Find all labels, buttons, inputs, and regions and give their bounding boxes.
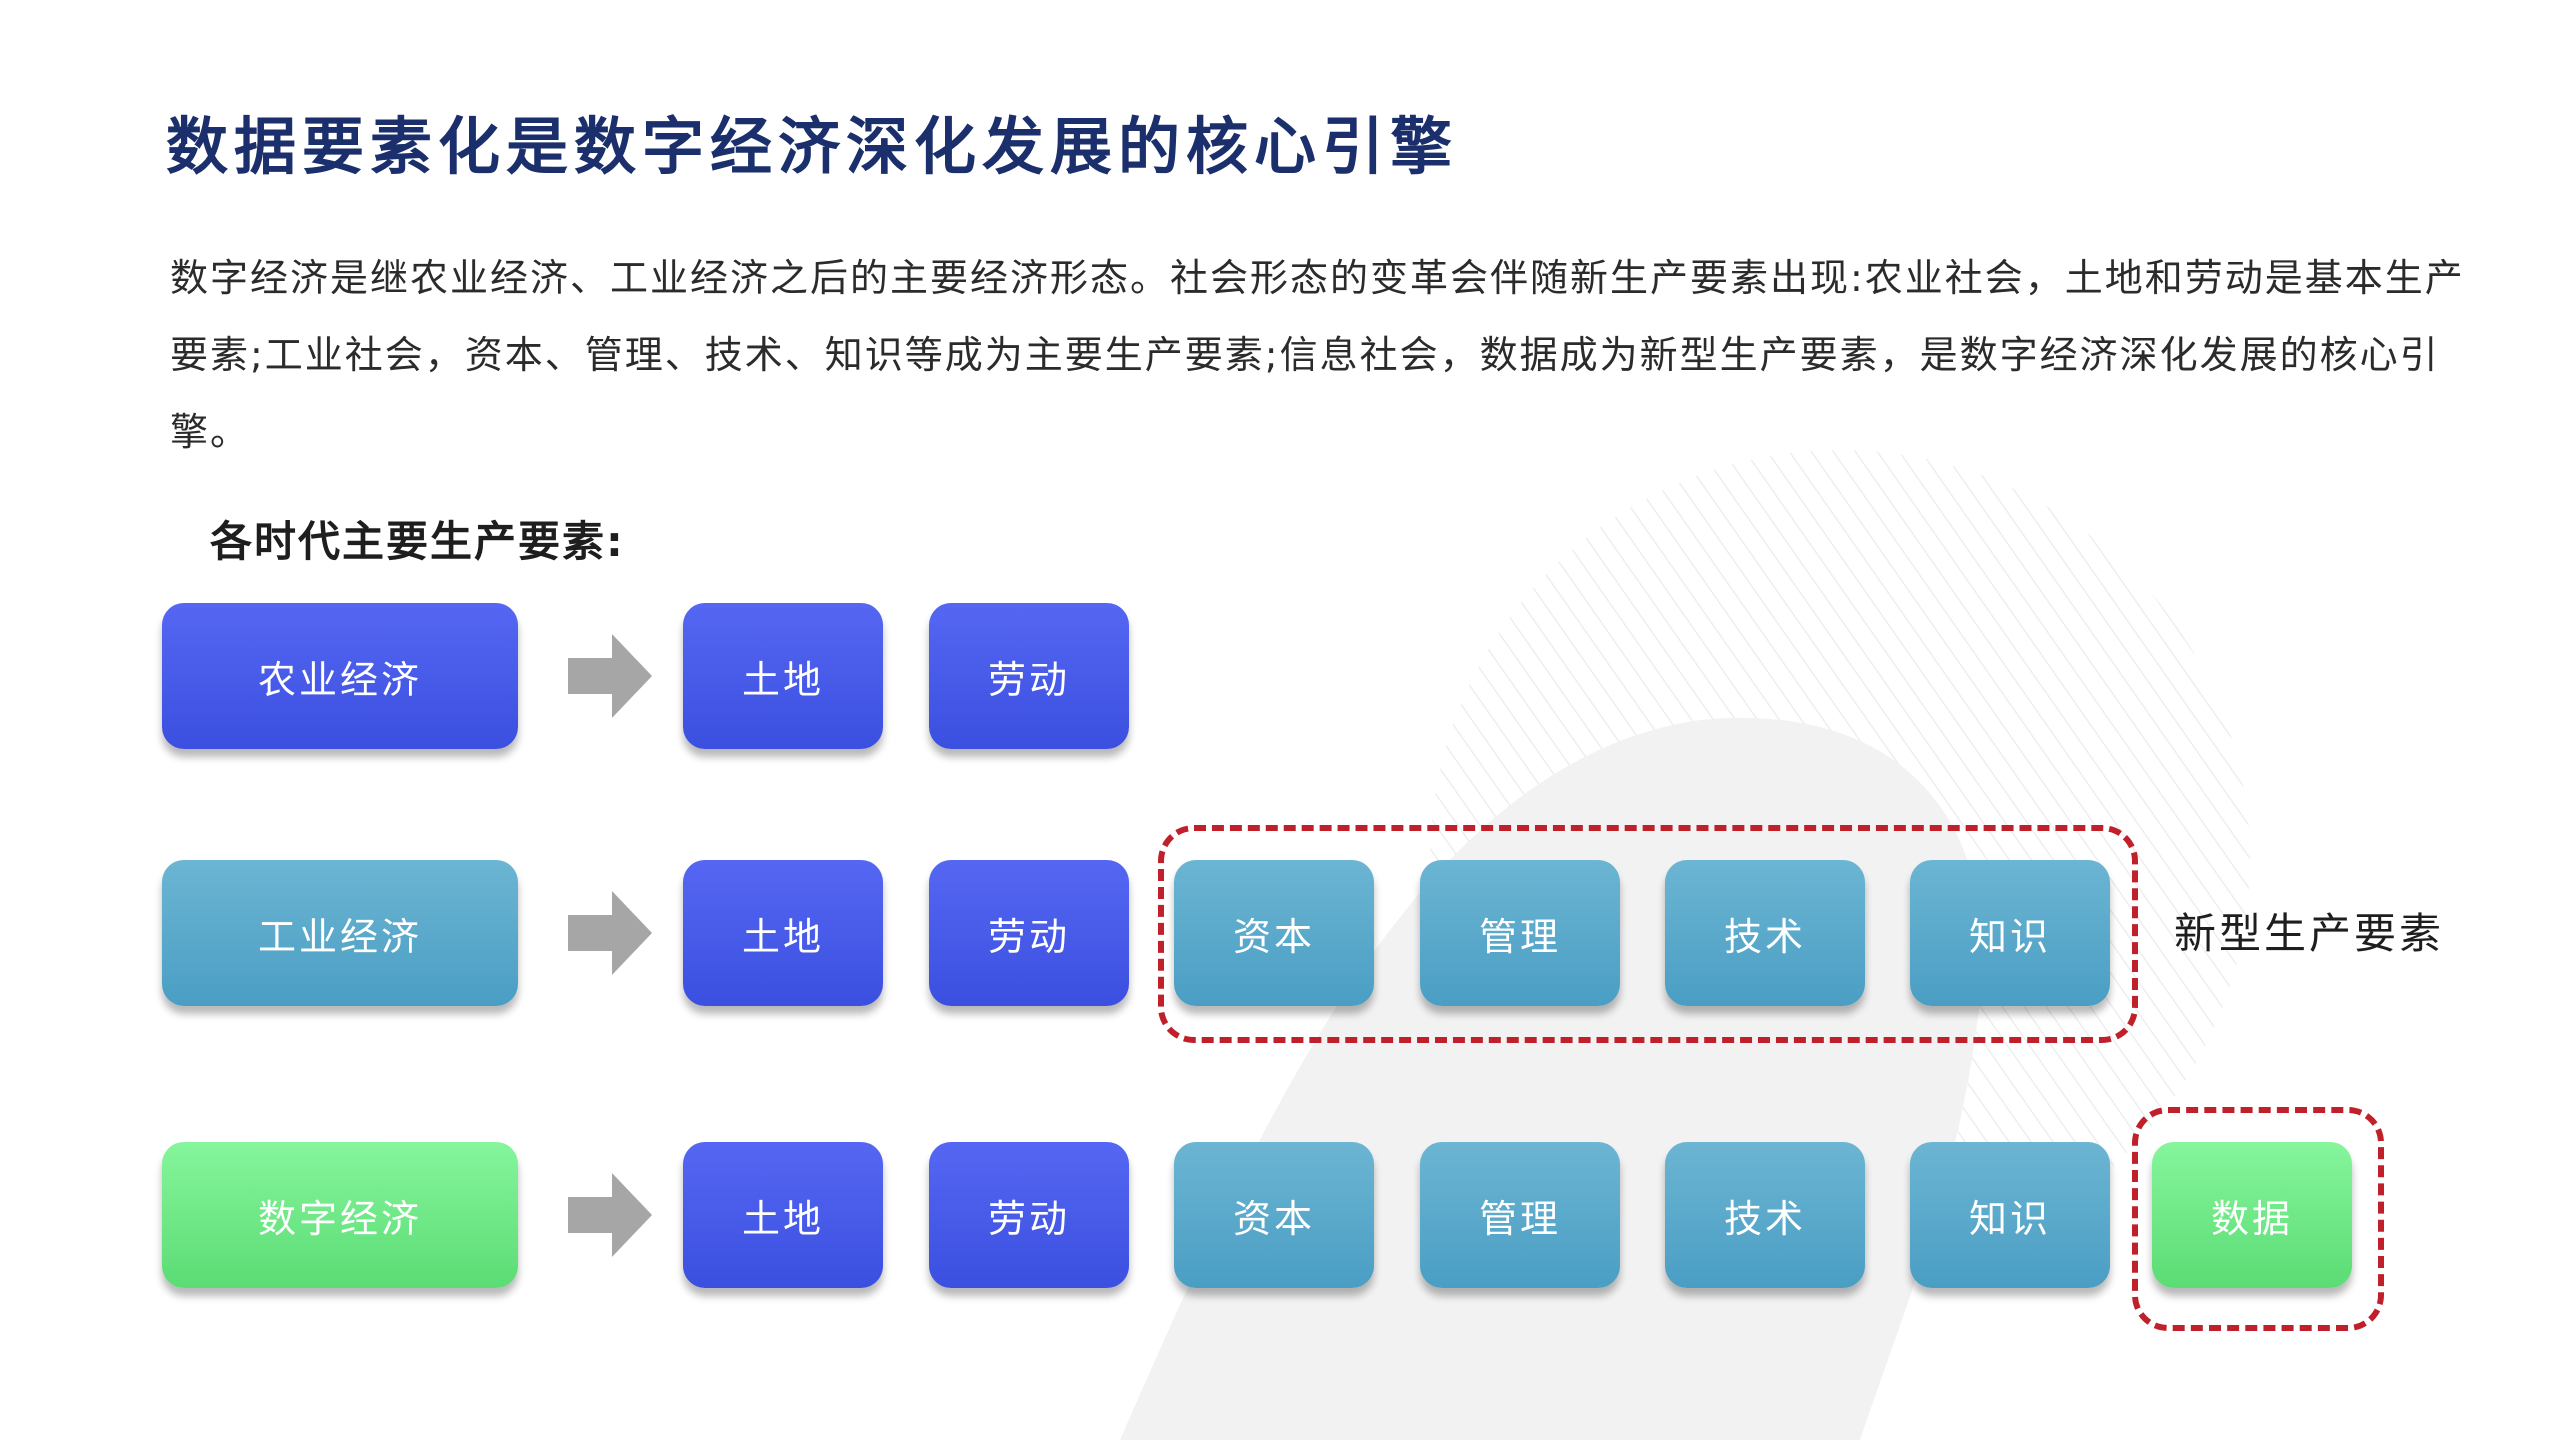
element-land: 土地 [683,1142,883,1288]
page-title: 数据要素化是数字经济深化发展的核心引擎 [166,110,1459,183]
element-management: 管理 [1420,860,1620,1006]
era-industrial: 工业经济 [162,860,518,1006]
element-technology: 技术 [1665,1142,1865,1288]
arrow-right-icon [568,634,652,718]
element-labor: 劳动 [929,603,1129,749]
intro-paragraph: 数字经济是继农业经济、工业经济之后的主要经济形态。社会形态的变革会伴随新生产要素… [170,256,2465,454]
element-data: 数据 [2152,1142,2352,1288]
data-factor-highlight [2132,1107,2384,1331]
new-factor-highlight [1158,825,2138,1043]
element-labor: 劳动 [929,1142,1129,1288]
element-land: 土地 [683,860,883,1006]
era-digital: 数字经济 [162,1142,518,1288]
new-factor-label: 新型生产要素 [2174,909,2445,958]
element-land: 土地 [683,603,883,749]
element-knowledge: 知识 [1910,860,2110,1006]
element-management: 管理 [1420,1142,1620,1288]
element-technology: 技术 [1665,860,1865,1006]
element-labor: 劳动 [929,860,1129,1006]
section-subtitle: 各时代主要生产要素: [210,517,625,566]
era-agricultural: 农业经济 [162,603,518,749]
element-capital: 资本 [1174,860,1374,1006]
element-capital: 资本 [1174,1142,1374,1288]
element-knowledge: 知识 [1910,1142,2110,1288]
arrow-right-icon [568,891,652,975]
arrow-right-icon [568,1173,652,1257]
